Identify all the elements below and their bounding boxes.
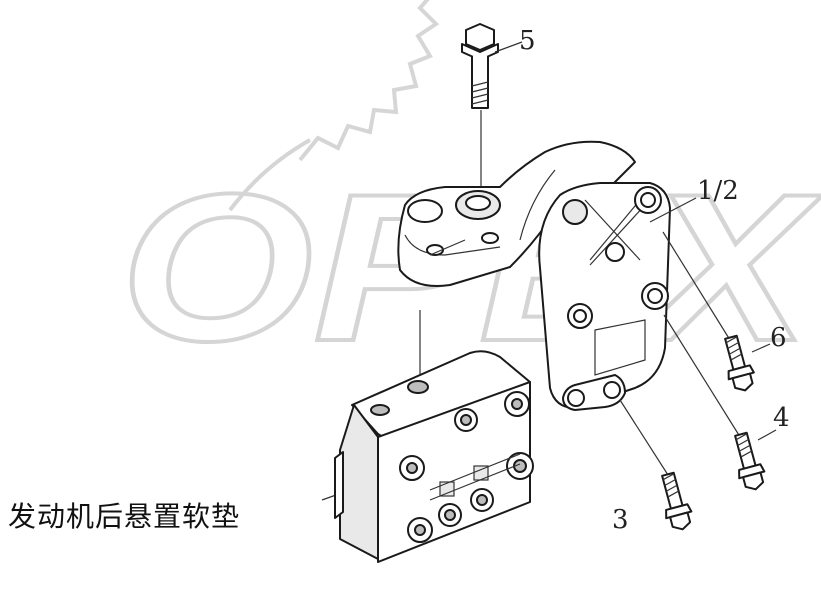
bolt-5 — [461, 23, 499, 240]
upper-bracket-arm — [397, 140, 636, 287]
leader-to-bolt-4 — [663, 314, 743, 441]
callout-6: 6 — [770, 323, 787, 353]
callout-5: 5 — [519, 26, 536, 56]
leader-lines — [321, 41, 777, 501]
leader-to-bolt-3 — [619, 399, 669, 476]
part-name-label: 发动机后悬置软垫 — [8, 500, 241, 533]
leader-to-bolt-6 — [662, 231, 731, 341]
bolt-4 — [734, 431, 766, 491]
leader-1-2 — [649, 197, 697, 223]
bolt-6 — [724, 334, 755, 392]
watermark-gear-outline — [228, 0, 440, 212]
callout-4: 4 — [773, 403, 790, 433]
rubber-mount-pad — [334, 350, 534, 563]
bolt-3 — [661, 471, 693, 531]
callout-3: 3 — [612, 505, 629, 535]
leader-4 — [757, 429, 777, 441]
main-mount-bracket — [538, 182, 671, 411]
leader-6 — [751, 343, 771, 353]
callout-1-2: 1/2 — [697, 176, 739, 206]
leader-5 — [494, 41, 523, 53]
